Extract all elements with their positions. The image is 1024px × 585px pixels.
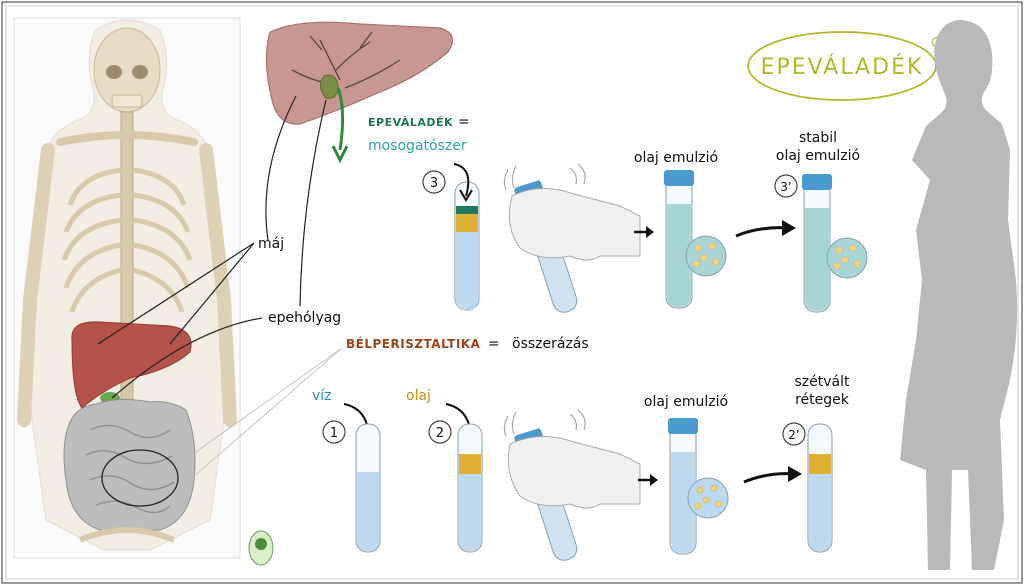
pour-arrowhead-top-icon <box>459 189 473 202</box>
intestine-zoom-circle <box>101 449 179 507</box>
big-arrowhead-top-icon <box>782 220 796 236</box>
label-detergent: mosogatószer <box>368 138 467 154</box>
label-emulsion-bottom: olaj emulzió <box>644 394 728 410</box>
small-arrowhead-bottom-icon <box>650 474 658 486</box>
anatomy-panel <box>13 17 274 566</box>
label-separated-line1: szétvált <box>795 374 850 390</box>
label-stable-line1: stabil <box>799 130 837 146</box>
label-bile: EPEVÁLADÉK <box>368 116 453 129</box>
zoom-guide-lines <box>175 347 343 491</box>
label-shaking: összerázás <box>512 336 589 352</box>
big-arrow-top <box>735 226 791 238</box>
inner-frame <box>5 5 1019 580</box>
step-3p-label: 3’ <box>780 180 791 194</box>
tube-emulsion-top <box>664 170 727 309</box>
hand-shaking-top <box>503 163 641 313</box>
step-circles <box>322 170 806 446</box>
liver <box>265 21 454 125</box>
label-emulsion-top: olaj emulzió <box>634 150 718 166</box>
arm-left <box>17 143 55 427</box>
frog-icon <box>255 538 267 550</box>
small-arrowhead-top-icon <box>646 226 654 238</box>
clavicles <box>56 131 198 146</box>
label-water: víz <box>312 388 332 404</box>
tube-emulsion-bottom <box>668 418 729 555</box>
peristalsis-equals: = <box>488 336 500 352</box>
label-liver: máj <box>258 236 284 252</box>
tube-stable-emulsion <box>802 174 868 313</box>
label-peristalsis: BÉLPERISZTALTIKA <box>346 336 481 351</box>
spine <box>120 111 134 433</box>
step-1-label: 1 <box>330 426 338 441</box>
eye-socket-left <box>106 65 122 79</box>
step-2p-label: 2’ <box>788 428 799 442</box>
woman-silhouette <box>900 20 1018 570</box>
label-gallbladder: epehólyag <box>268 310 341 326</box>
ribcage <box>61 167 193 313</box>
tube-step-1 <box>355 423 381 553</box>
step-2-label: 2 <box>436 426 444 441</box>
big-arrowhead-bottom-icon <box>788 466 802 482</box>
tube-step-3 <box>454 181 480 311</box>
leader-lines <box>97 95 327 399</box>
page-title: EPEVÁLADÉK <box>761 54 924 80</box>
bile-duct <box>336 87 345 151</box>
pour-arrow-top <box>453 163 470 197</box>
gallbladder <box>320 74 339 99</box>
label-separated-line2: rétegek <box>795 392 850 408</box>
bile-equals: = <box>458 114 470 130</box>
arm-right <box>199 143 237 427</box>
hand-shaking-bottom <box>503 409 641 561</box>
step-3-label: 3 <box>430 176 438 191</box>
liver-illustration <box>265 21 454 164</box>
tube-separated <box>807 423 833 553</box>
body-liver <box>71 321 192 409</box>
bile-arrow-icon <box>331 145 349 164</box>
tube-step-2 <box>457 423 483 553</box>
intestines <box>63 398 196 531</box>
eye-socket-right <box>132 65 148 79</box>
label-stable-line2: olaj emulzió <box>776 148 860 164</box>
pelvis <box>78 527 176 543</box>
label-oil: olaj <box>406 388 431 404</box>
jaw <box>111 94 143 108</box>
